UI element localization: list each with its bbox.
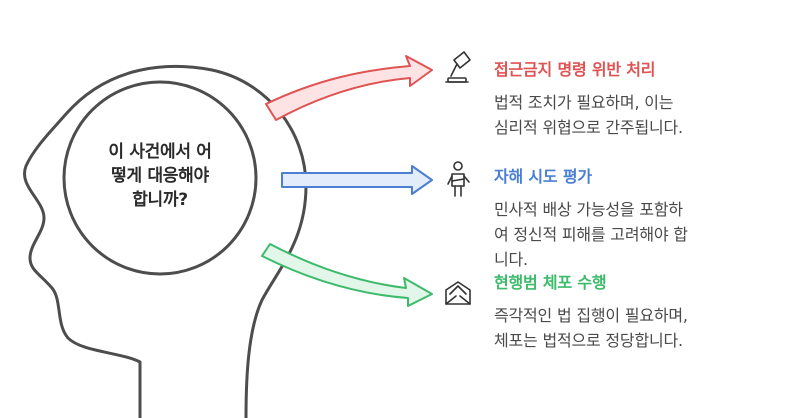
thought-circle [62, 80, 258, 276]
arrow-green [261, 243, 433, 307]
description-line: 법적 조치가 필요하며, 이는 [494, 93, 674, 112]
envelope-arrest-icon [445, 281, 471, 305]
central-question: 이 사건에서 어 떻게 대응해야 합니까? [82, 140, 238, 212]
description-line: 여 정신적 피해를 고려해야 합 [494, 225, 688, 244]
option-title-arrest: 현행범 체포 수행 [494, 273, 607, 292]
option-description-arrest: 즉각적인 법 집행이 필요하며, 체포는 법적으로 정당합니다. [494, 303, 688, 353]
person-assessment-icon [447, 161, 470, 197]
description-line: 즉각적인 법 집행이 필요하며, [494, 306, 688, 325]
description-line: 심리적 위협으로 간주됩니다. [494, 118, 683, 137]
question-line: 이 사건에서 어 [108, 142, 212, 162]
option-title-restraining-order: 접근금지 명령 위반 처리 [494, 60, 656, 79]
option-title-self-harm: 자해 시도 평가 [494, 167, 592, 186]
question-line: 합니까? [132, 190, 188, 210]
description-line: 체포는 법적으로 정당합니다. [494, 331, 683, 350]
arrow-blue [281, 165, 433, 195]
option-description-self-harm: 민사적 배상 가능성을 포함하 여 정신적 피해를 고려해야 합 니다. [494, 197, 688, 272]
option-description-restraining-order: 법적 조치가 필요하며, 이는 심리적 위협으로 간주됩니다. [494, 90, 683, 140]
gavel-icon [445, 51, 471, 83]
description-line: 민사적 배상 가능성을 포함하 [494, 200, 683, 219]
description-line: 니다. [494, 250, 528, 269]
arrow-red [265, 55, 433, 121]
question-line: 떻게 대응해야 [111, 166, 209, 186]
